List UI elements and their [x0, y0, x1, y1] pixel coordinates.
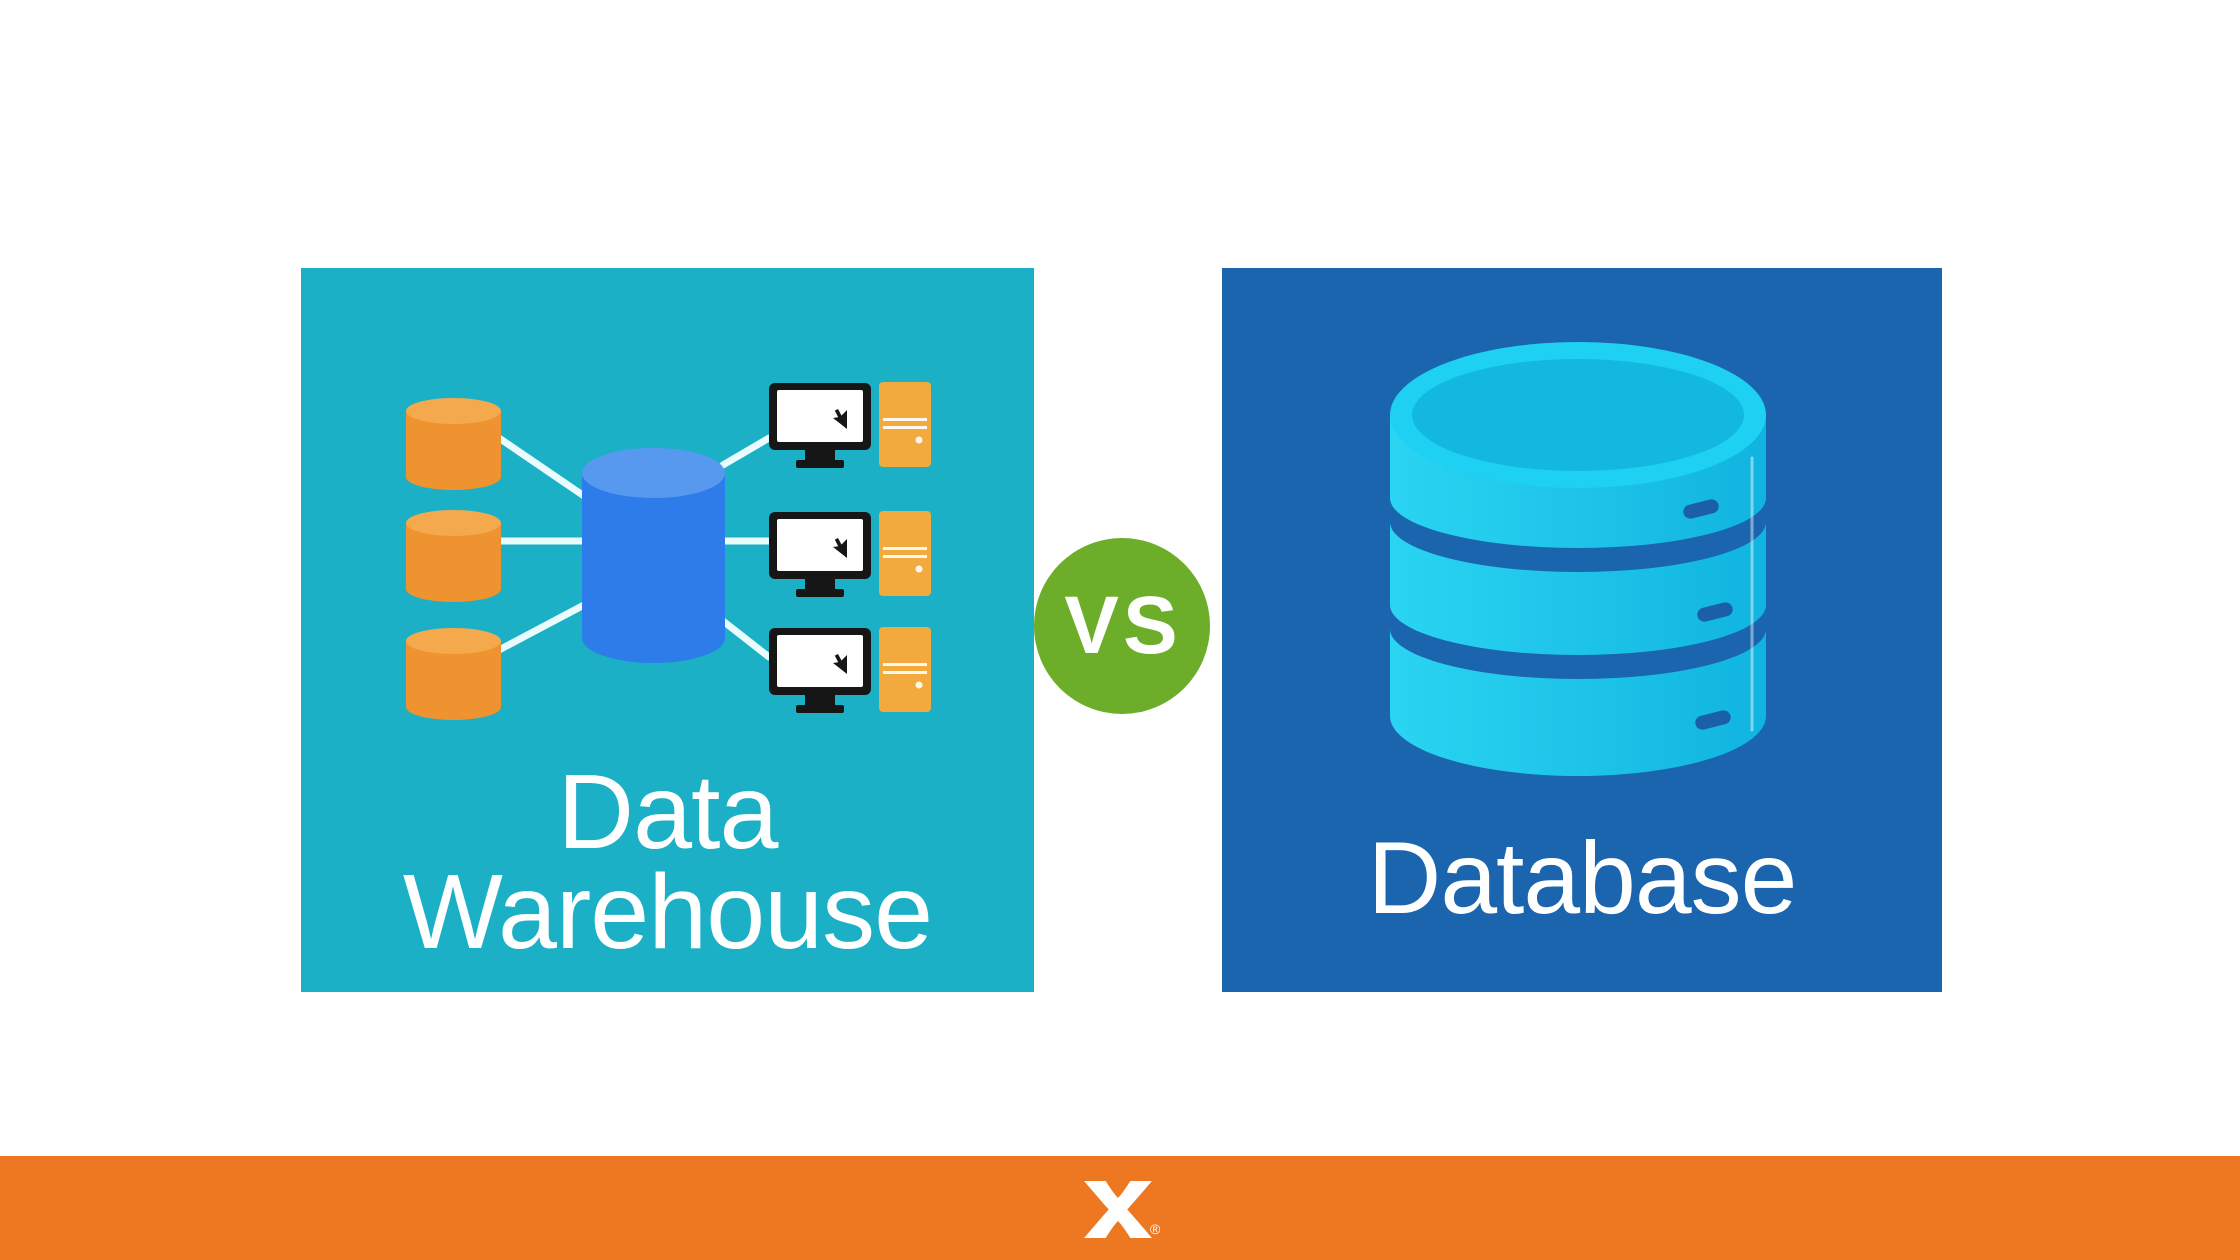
connector-lines [495, 434, 773, 661]
source-database-cylinder-icon [406, 510, 501, 602]
vs-badge: VS [1034, 538, 1210, 714]
data-warehouse-illustration [406, 382, 931, 720]
workstation-group [769, 627, 931, 713]
cursor-icon [833, 654, 847, 674]
database-stack-icon [1390, 342, 1766, 776]
workstation-group [769, 382, 931, 468]
cursor-icon [833, 538, 847, 558]
server-tower-icon [879, 382, 931, 467]
source-database-cylinder-icon [406, 398, 501, 490]
data-warehouse-title: Data Warehouse [301, 753, 1034, 971]
source-database-cylinder-icon [406, 628, 501, 720]
server-tower-icon [879, 627, 931, 712]
database-title: Database [1367, 821, 1798, 935]
data-warehouse-card: Data Warehouse [301, 268, 1034, 992]
database-slot [1683, 499, 1719, 519]
cursor-icon [833, 409, 847, 429]
data-warehouse-title-line1: Data [557, 753, 779, 871]
database-slot [1695, 710, 1731, 730]
vs-label: VS [1064, 580, 1182, 671]
data-warehouse-title-line2: Warehouse [402, 853, 933, 971]
warehouse-cylinder-icon [582, 448, 725, 663]
registered-trademark-mark: ® [1150, 1221, 1161, 1237]
server-tower-icon [879, 511, 931, 596]
workstation-group [769, 511, 931, 597]
database-slot [1697, 602, 1733, 622]
x-logo [1084, 1181, 1152, 1238]
database-illustration [1390, 342, 1766, 776]
database-card: Database [1222, 268, 1942, 992]
